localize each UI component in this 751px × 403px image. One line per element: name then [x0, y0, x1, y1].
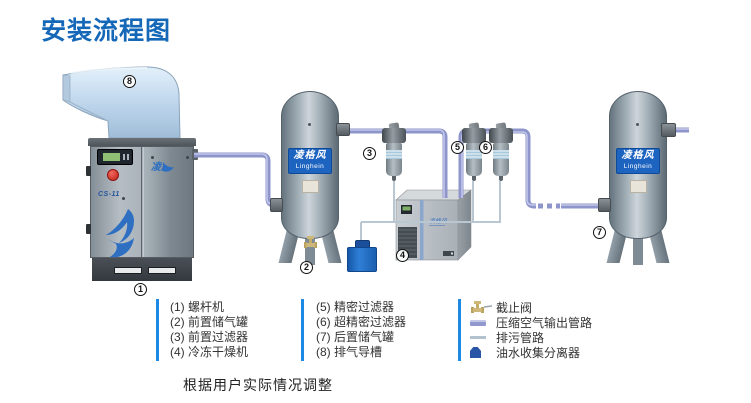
marker-5: 5 — [451, 141, 464, 154]
brand-bird-logo — [106, 209, 134, 258]
filter-head — [462, 128, 486, 143]
emergency-stop-button — [107, 169, 119, 181]
marker-8: 8 — [123, 75, 136, 88]
spec-plate — [630, 180, 647, 193]
ultra-precision-filter — [488, 122, 514, 183]
compressor-cabinet: CS-11 凌 — [90, 146, 194, 264]
brand-bird-icon: 凌 — [151, 161, 174, 173]
filter-label-band — [466, 150, 482, 159]
legend-item: 截止阀 — [470, 300, 592, 315]
legend-label: 压缩空气输出管路 — [496, 316, 593, 330]
legend-item: (1) 螺杆机 — [170, 300, 225, 314]
tank-inlet-flange — [270, 198, 283, 212]
screw-dot — [122, 197, 125, 200]
tank-vent-dot — [308, 123, 311, 126]
legend-item: 排污管路 — [470, 330, 592, 345]
filter-bowl — [386, 143, 402, 176]
rear-air-tank: 凌格风 Linghein — [606, 91, 670, 266]
legend-item: 压缩空气输出管路 — [470, 315, 592, 330]
base-slot — [148, 267, 176, 274]
keypad — [123, 154, 131, 160]
tank-outlet-flange — [336, 123, 350, 136]
legend-column-1: (1) 螺杆机 (2) 前置储气罐 (3) 前置过滤器 (4) 冷冻干燥机 — [170, 300, 248, 360]
dryer-brand-label: 凌格风 — [429, 217, 448, 225]
compressor-top-cap — [88, 138, 196, 146]
base-slot — [114, 267, 142, 274]
exhaust-duct — [62, 66, 181, 139]
compressor-base — [92, 258, 192, 281]
drain-pipe-swatch — [470, 336, 496, 339]
marker-1: 1 — [134, 283, 147, 296]
legend-item: 油水收集分离器 — [470, 345, 592, 360]
display-screen — [103, 153, 120, 161]
air-output-pipe-swatch — [470, 319, 496, 326]
legend-label: 油水收集分离器 — [496, 346, 581, 360]
legend-item: (8) 排气导槽 — [316, 345, 383, 359]
legend-item: (2) 前置储气罐 — [170, 315, 249, 329]
tank-inlet-flange — [598, 198, 611, 212]
page-title: 安装流程图 — [41, 17, 172, 45]
filter-drain-tip — [499, 176, 503, 181]
footer-note: 根据用户实际情况调整 — [183, 377, 333, 393]
door-hinge — [86, 224, 91, 234]
separator-body — [347, 247, 377, 272]
screw-dot — [151, 156, 154, 159]
oil-water-separator — [347, 240, 377, 272]
svg-text:凌: 凌 — [151, 161, 163, 173]
legend-item: (4) 冷冻干燥机 — [170, 345, 249, 359]
legend-column-3: 截止阀 压缩空气输出管路 排污管路 油水收集分离器 — [470, 300, 592, 360]
brand-name-cn: 凌格风 — [293, 150, 327, 161]
stop-valve-icon — [304, 236, 317, 248]
filter-head — [382, 128, 406, 143]
legend-divider — [156, 299, 159, 361]
marker-2: 2 — [300, 261, 313, 274]
legend-item: (3) 前置过滤器 — [170, 330, 249, 344]
model-label: CS-11 — [98, 191, 120, 198]
panel-divider — [141, 147, 142, 257]
filter-head — [489, 128, 513, 143]
legend-divider — [301, 299, 304, 361]
screw-compressor: CS-11 凌 — [86, 138, 196, 283]
legend-item: (5) 精密过滤器 — [316, 300, 395, 314]
pre-filter — [381, 122, 407, 183]
screw-dot — [186, 156, 189, 159]
legend-item: (7) 后置储气罐 — [316, 330, 395, 344]
stop-valve-icon — [470, 301, 496, 314]
brand-name-cn: 凌格风 — [621, 150, 655, 161]
legend-item: (6) 超精密过滤器 — [316, 315, 407, 329]
marker-3: 3 — [363, 147, 376, 160]
legend-label: 截止阀 — [496, 301, 533, 315]
oil-water-separator-icon — [470, 347, 496, 358]
marker-4: 4 — [396, 249, 409, 262]
legend-column-2: (5) 精密过滤器 (6) 超精密过滤器 (7) 后置储气罐 (8) 排气导槽 — [316, 300, 406, 360]
door-hinge — [86, 166, 91, 176]
tank-outlet-flange — [661, 123, 676, 137]
brand-name-en: Linghein — [623, 163, 653, 170]
marker-6: 6 — [479, 141, 492, 154]
precision-filter — [461, 122, 487, 183]
filter-bowl — [493, 143, 509, 176]
filter-drain-tip — [472, 176, 476, 181]
panel-divider-highlight — [143, 147, 144, 257]
tank-vent-dot — [636, 123, 639, 126]
filter-label-band — [493, 150, 509, 159]
spec-plate — [302, 180, 319, 193]
legend-label: 排污管路 — [496, 331, 545, 345]
brand-plate: 凌格风 Linghein — [616, 148, 660, 174]
filter-drain-tip — [392, 176, 396, 181]
brand-plate: 凌格风 Linghein — [288, 148, 332, 174]
compressor-outlet-connector — [192, 149, 198, 160]
marker-7: 7 — [593, 226, 606, 239]
brand-name-en: Linghein — [295, 163, 325, 170]
filter-label-band — [386, 150, 402, 159]
control-panel — [97, 149, 133, 165]
tank-leg — [633, 227, 643, 265]
legend-divider — [458, 299, 461, 361]
